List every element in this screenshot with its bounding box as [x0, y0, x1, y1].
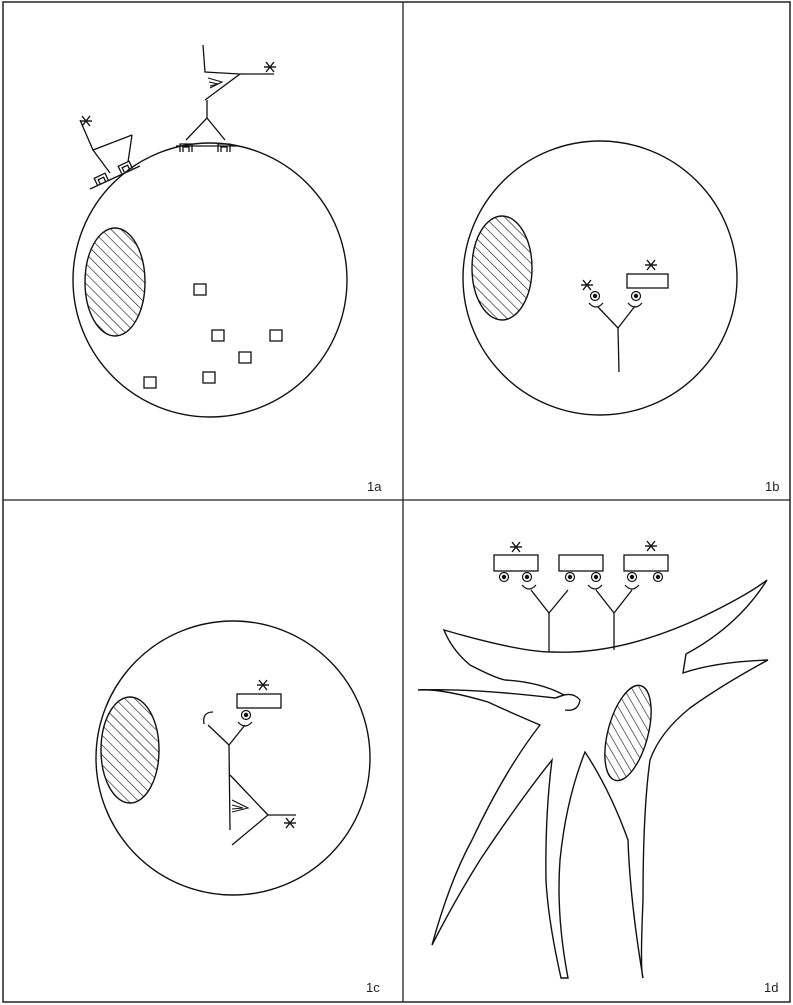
- antibody-array: [494, 541, 668, 652]
- panel-1c: 1c: [96, 621, 380, 995]
- nucleus: [85, 228, 145, 336]
- label-box: [237, 694, 281, 708]
- nucleus: [472, 216, 532, 320]
- panel-label-1d: 1d: [764, 980, 778, 995]
- panel-1d: 1d: [418, 541, 778, 995]
- dendritic-cell-outline: [418, 580, 768, 978]
- antibody-complex-top: [176, 45, 276, 152]
- label-box: [559, 555, 603, 571]
- label-box: [627, 274, 668, 288]
- panel-1b: 1b: [463, 141, 779, 494]
- panel-1a: 1a: [73, 45, 382, 494]
- label-box: [494, 555, 538, 571]
- panel-label-1a: 1a: [367, 479, 382, 494]
- panel-grid: [3, 2, 790, 1002]
- nucleus: [101, 697, 159, 803]
- panel-label-1c: 1c: [366, 980, 380, 995]
- label-box: [624, 555, 668, 571]
- panel-label-1b: 1b: [765, 479, 779, 494]
